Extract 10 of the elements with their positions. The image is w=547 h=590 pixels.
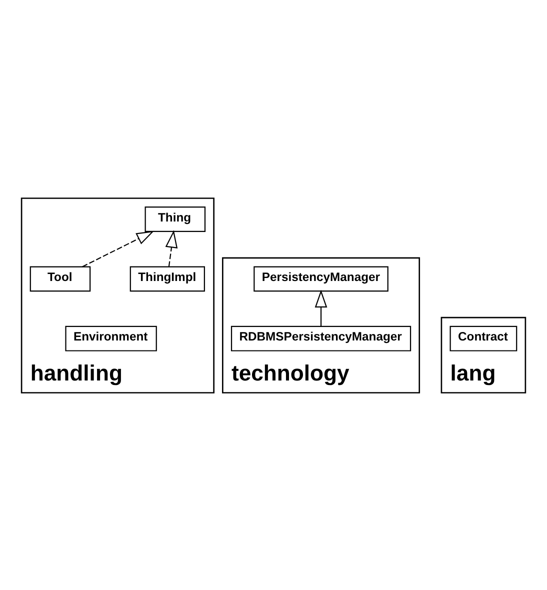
node-box: Tool [30,266,91,292]
arrow [314,289,328,326]
node-box: PersistencyManager [254,266,388,292]
node-box: Thing [144,206,206,232]
arrow [82,230,154,267]
node-box: Environment [65,325,157,351]
arrow [165,230,178,266]
node-box: ThingImpl [130,266,205,292]
node-box: RDBMSPersistencyManager [230,325,412,351]
node-box: Contract [450,325,518,351]
